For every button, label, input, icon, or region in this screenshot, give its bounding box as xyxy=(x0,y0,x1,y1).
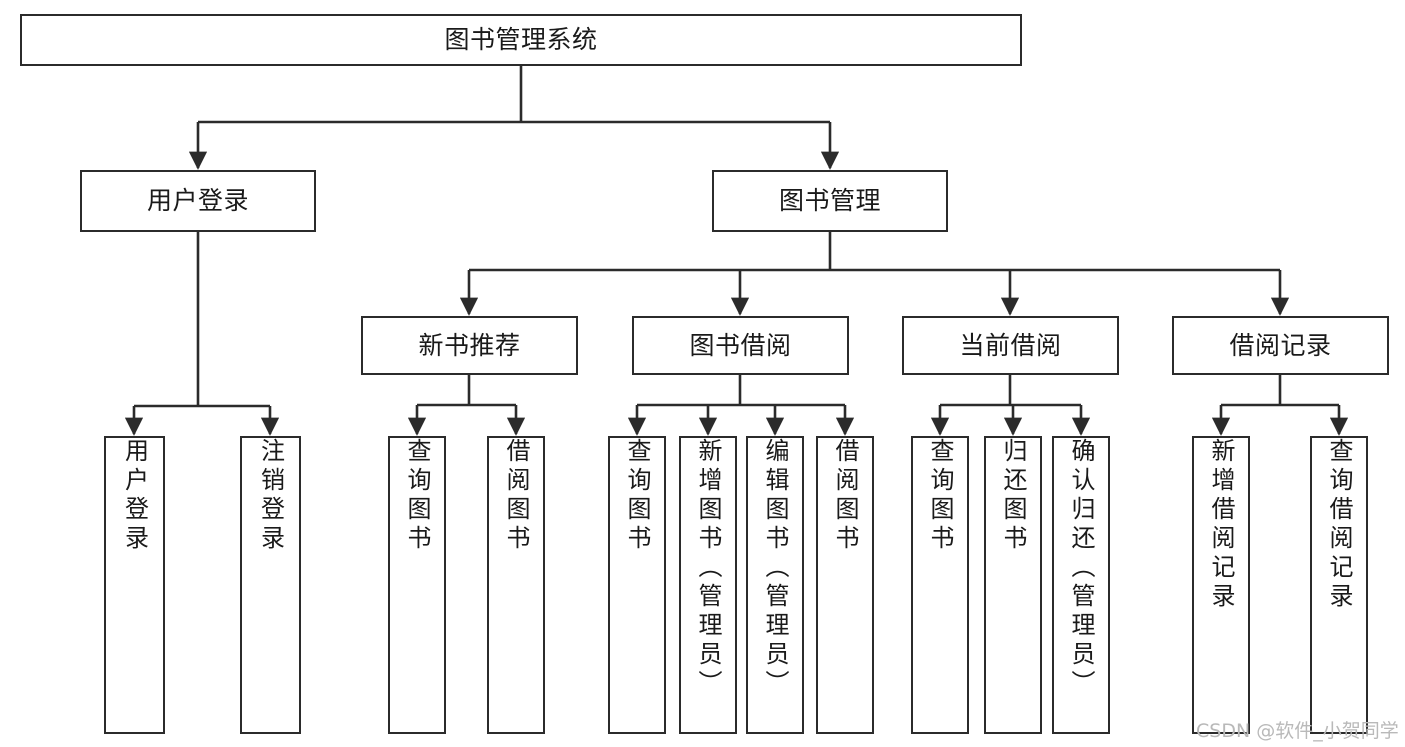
node-level2-book-management-label: 图书管理 xyxy=(778,186,881,215)
node-root[interactable]: 图书管理系统 xyxy=(20,14,1022,66)
leaf-query-borrow-record-label: 查询借阅记录 xyxy=(1325,438,1353,612)
node-level3-current-borrow[interactable]: 当前借阅 xyxy=(902,316,1119,375)
leaf-confirm-return-admin[interactable]: 确认归还（管理员） xyxy=(1052,436,1110,734)
leaf-logout[interactable]: 注销登录 xyxy=(240,436,301,734)
leaf-return-books[interactable]: 归还图书 xyxy=(984,436,1042,734)
leaf-query-books-newbooks-label: 查询图书 xyxy=(403,438,431,554)
node-level2-book-management[interactable]: 图书管理 xyxy=(712,170,948,232)
leaf-query-borrow-record[interactable]: 查询借阅记录 xyxy=(1310,436,1368,734)
leaf-add-book-admin-label: 新增图书（管理员） xyxy=(694,438,722,699)
leaf-query-books-current-label: 查询图书 xyxy=(926,438,954,554)
leaf-query-books-borrow[interactable]: 查询图书 xyxy=(608,436,666,734)
node-level3-book-borrow-label: 图书借阅 xyxy=(689,330,792,360)
leaf-return-books-label: 归还图书 xyxy=(999,438,1027,554)
leaf-add-borrow-record-label: 新增借阅记录 xyxy=(1207,438,1235,612)
leaf-borrow-books[interactable]: 借阅图书 xyxy=(816,436,874,734)
leaf-query-books-current[interactable]: 查询图书 xyxy=(911,436,969,734)
leaf-borrow-books-newbooks[interactable]: 借阅图书 xyxy=(487,436,545,734)
node-level3-borrow-records[interactable]: 借阅记录 xyxy=(1172,316,1389,375)
leaf-confirm-return-admin-label: 确认归还（管理员） xyxy=(1067,438,1095,699)
node-level3-new-book-recommend-label: 新书推荐 xyxy=(418,330,521,360)
node-root-label: 图书管理系统 xyxy=(444,25,598,54)
node-level3-borrow-records-label: 借阅记录 xyxy=(1229,330,1332,360)
leaf-borrow-books-label: 借阅图书 xyxy=(831,438,859,554)
leaf-logout-label: 注销登录 xyxy=(256,438,285,554)
leaf-edit-book-admin[interactable]: 编辑图书（管理员） xyxy=(746,436,804,734)
node-level3-book-borrow[interactable]: 图书借阅 xyxy=(632,316,849,375)
node-level3-current-borrow-label: 当前借阅 xyxy=(959,330,1062,360)
leaf-user-login[interactable]: 用户登录 xyxy=(104,436,165,734)
leaf-query-books-newbooks[interactable]: 查询图书 xyxy=(388,436,446,734)
node-level3-new-book-recommend[interactable]: 新书推荐 xyxy=(361,316,578,375)
node-level2-user-login[interactable]: 用户登录 xyxy=(80,170,316,232)
leaf-add-borrow-record[interactable]: 新增借阅记录 xyxy=(1192,436,1250,734)
leaf-edit-book-admin-label: 编辑图书（管理员） xyxy=(761,438,789,699)
leaf-add-book-admin[interactable]: 新增图书（管理员） xyxy=(679,436,737,734)
csdn-watermark: CSDN @软件_小贺同学 xyxy=(1196,720,1399,742)
leaf-user-login-label: 用户登录 xyxy=(120,438,149,554)
leaf-query-books-borrow-label: 查询图书 xyxy=(623,438,651,554)
node-level2-user-login-label: 用户登录 xyxy=(146,186,249,215)
leaf-borrow-books-newbooks-label: 借阅图书 xyxy=(502,438,530,554)
